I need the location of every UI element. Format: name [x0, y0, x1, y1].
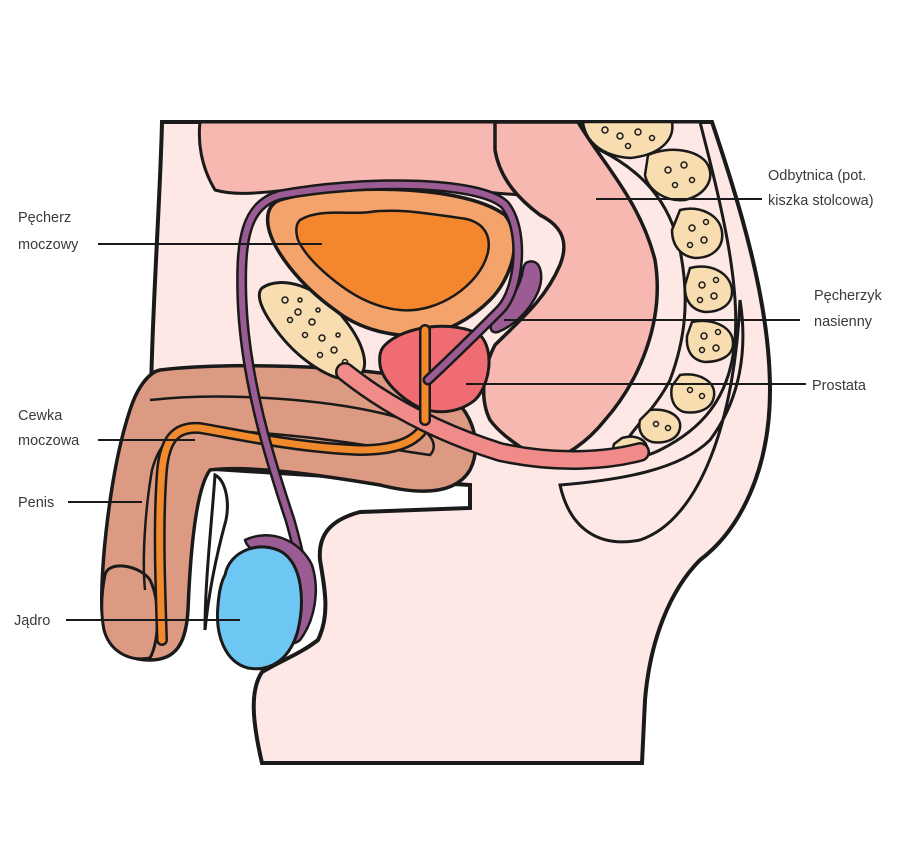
- rectum-shape: [481, 120, 659, 464]
- label-testis: Jądro: [14, 613, 50, 629]
- bone-texture: [601, 126, 722, 455]
- vertebra-6: [670, 373, 716, 414]
- canal-fill: [337, 364, 648, 468]
- glans: [100, 564, 159, 661]
- label-urethra: Cewka moczowa: [18, 408, 80, 449]
- urine: [295, 209, 491, 312]
- bladder: [265, 187, 517, 338]
- perineal-canal: [335, 362, 650, 470]
- label-prostate: Prostata: [812, 378, 867, 394]
- vertebra-5: [685, 319, 735, 364]
- labels: Pęcherz moczowy Cewka moczowa Penis Jądr…: [14, 168, 886, 629]
- urethra: [153, 414, 434, 646]
- label-bladder: Pęcherz moczowy: [18, 210, 79, 253]
- label-seminal-vesicle: Pęcherzyk nasienny: [814, 288, 886, 330]
- testis: [215, 534, 318, 671]
- vertebra-7: [638, 408, 682, 444]
- vas-deferens: [236, 179, 524, 606]
- seminal-vesicle: [489, 260, 543, 334]
- testis-body: [215, 545, 303, 671]
- seminal-vesicle-shape: [489, 260, 543, 334]
- vertebra-3: [670, 207, 724, 260]
- pubic-texture: [281, 296, 349, 366]
- leader-lines: [66, 198, 806, 621]
- label-penis: Penis: [18, 495, 54, 511]
- urethra-fill: [156, 416, 432, 644]
- vertebra-2: [643, 148, 712, 202]
- vertebra-1: [581, 120, 674, 160]
- rectum: [481, 120, 659, 464]
- label-rectum: Odbytnica (pot. kiszka stolcowa): [768, 168, 874, 209]
- vertebra-4: [683, 265, 734, 314]
- vas-deferens-fill: [238, 181, 521, 603]
- scrotum-gap: [203, 472, 229, 631]
